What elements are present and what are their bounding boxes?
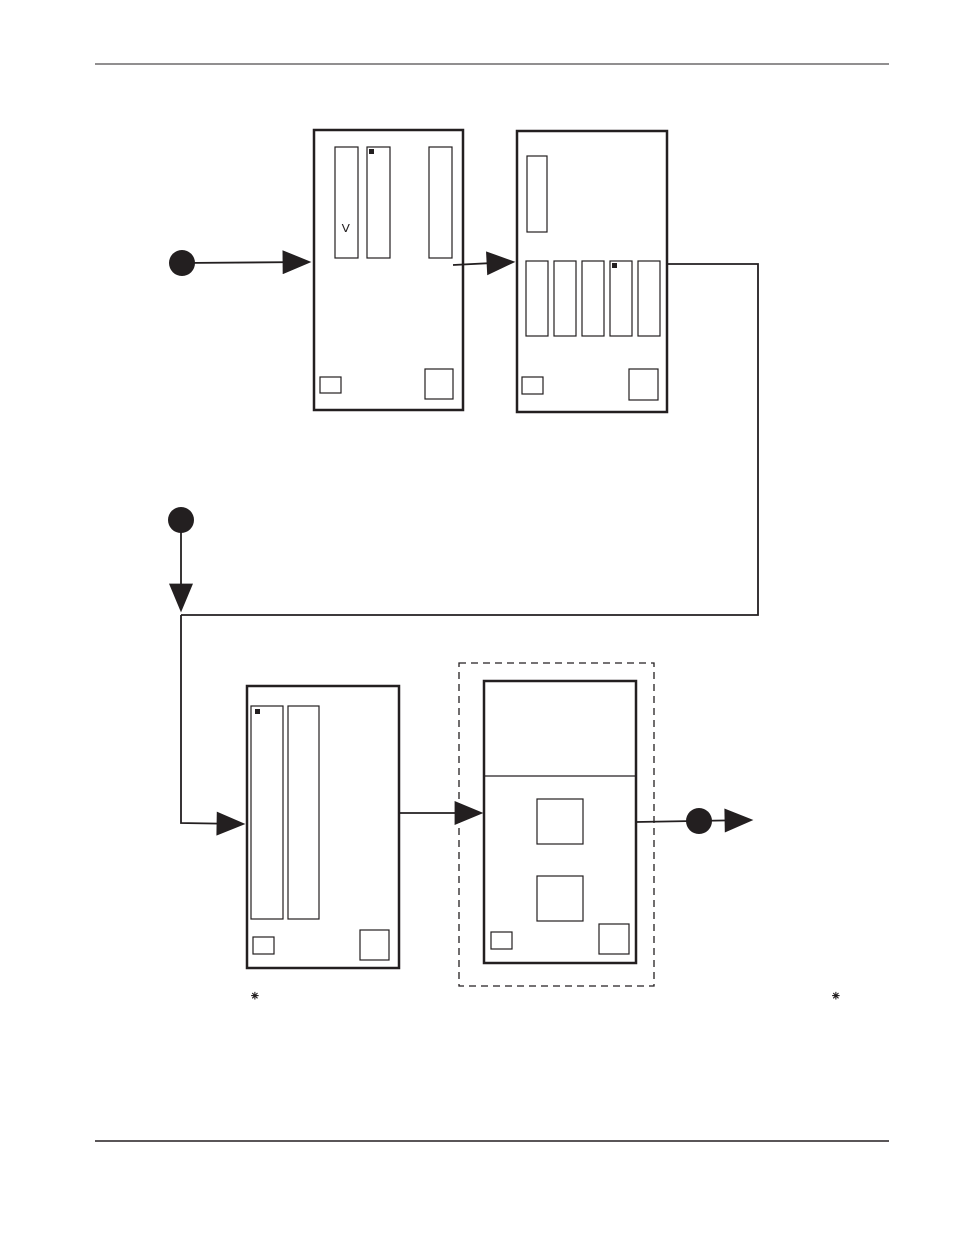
panel-a-square-box (424, 368, 454, 400)
panel-b-top-slot (526, 155, 548, 233)
panel-c-indicator (255, 709, 260, 714)
panel-c-small-box (252, 936, 275, 955)
footnote-mark-right: ⁕ (830, 989, 842, 1005)
panel-d-upper-square (536, 798, 584, 845)
panel-d-small-box (490, 931, 513, 950)
panel-c-square-box (359, 929, 390, 961)
panel-a-column-3 (428, 146, 453, 259)
panel-d (482, 679, 638, 965)
checkmark-glyph: V (341, 222, 350, 235)
panel-c-column-1 (250, 705, 284, 920)
panel-d-square-box (598, 923, 630, 955)
panel-b-square-box (628, 368, 659, 401)
panel-b-small-box (521, 376, 544, 395)
footnote-mark-left: ⁕ (249, 989, 261, 1005)
connector-entry-icon (168, 507, 194, 533)
dashed-group-icon (458, 662, 655, 987)
panel-b-slot-3 (581, 260, 605, 337)
panel-b-slot-1 (525, 260, 549, 337)
panel-d-lower-square (536, 875, 584, 922)
panel-c-column-2 (287, 705, 320, 920)
panel-a-column-1 (334, 146, 359, 259)
arrow-junction-to-panel-c (180, 615, 246, 836)
connector-exit-icon (686, 808, 712, 834)
panel-a-column-2 (366, 146, 391, 259)
panel-a-small-box (319, 376, 342, 394)
arrow-start-to-panel-a (181, 250, 312, 275)
panel-a-indicator (369, 149, 374, 154)
line-panel-b-to-junction (181, 263, 759, 616)
panel-b-slot-4 (609, 260, 633, 337)
connector-start-icon (169, 250, 195, 276)
panel-b-indicator (612, 263, 617, 268)
panel-b-slot-5 (637, 260, 661, 337)
panel-b-slot-2 (553, 260, 577, 337)
panel-a (312, 128, 465, 412)
panel-c (245, 684, 401, 970)
panel-b (515, 129, 669, 414)
arrow-panel-a-to-panel-b (452, 251, 516, 276)
